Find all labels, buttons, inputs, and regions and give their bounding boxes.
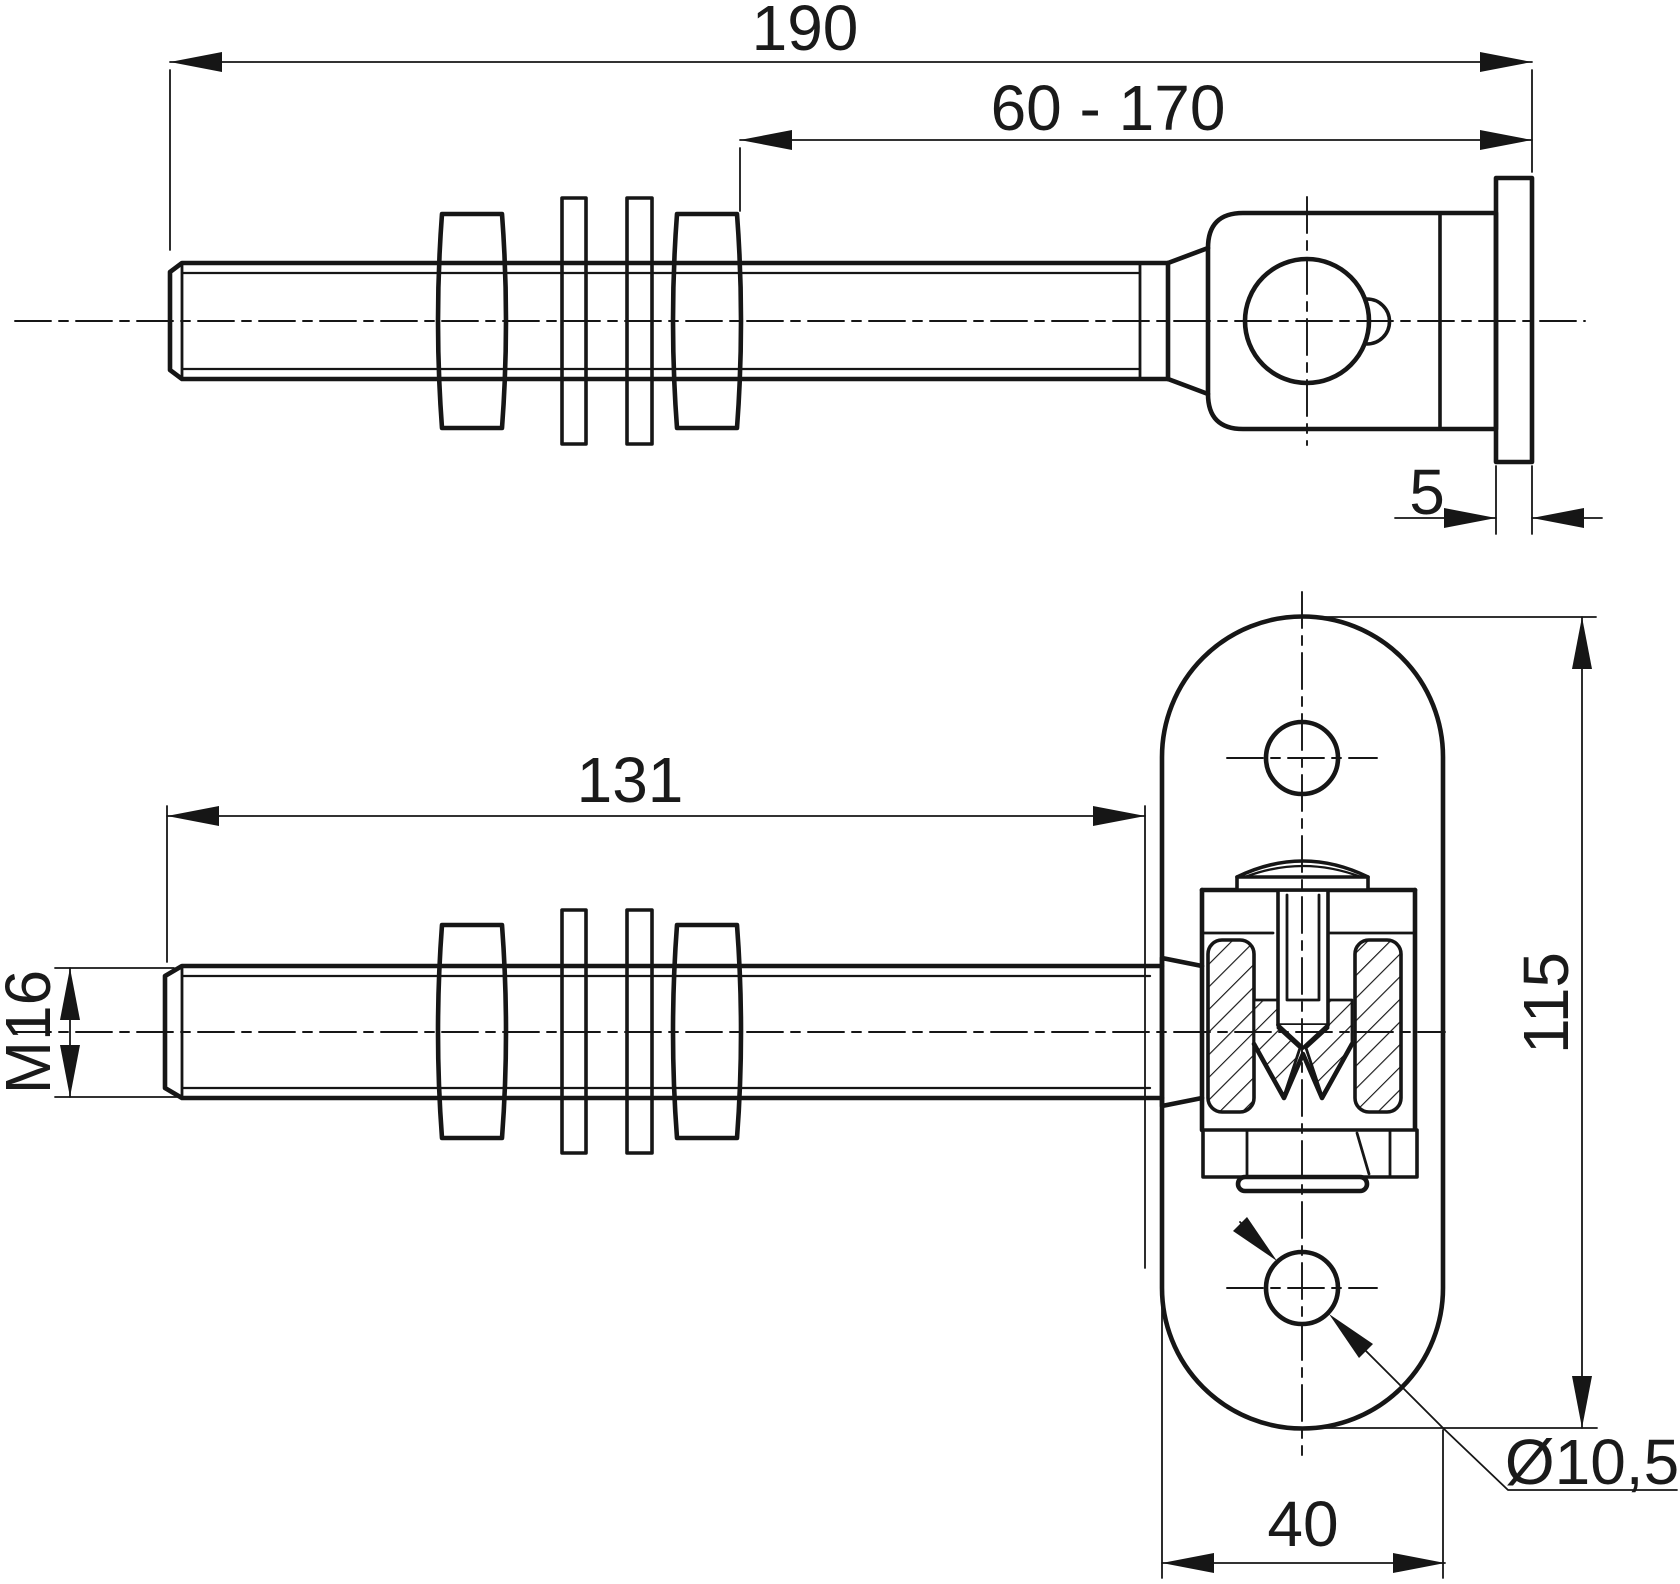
- label-adjustment-range: 60 - 170: [991, 72, 1226, 144]
- dim-rod-length: [166, 805, 1146, 1269]
- label-hole-diameter: Ø10,5: [1505, 1426, 1679, 1498]
- dim-plate-height: [1306, 616, 1598, 1429]
- jaw-right-hatched: [1353, 938, 1403, 1114]
- hinge-eye-body: [1205, 210, 1499, 432]
- hex-nut-2-side: [670, 211, 744, 431]
- dim-plate-width: [1161, 1291, 1446, 1579]
- dim-plate-thickness: [1394, 465, 1603, 535]
- dimensions: [54, 52, 1678, 1579]
- hex-nut-1-side: [435, 211, 509, 431]
- dim-adjustment-range: [739, 130, 1533, 212]
- label-thread-size: M16: [0, 970, 64, 1095]
- seat-zigzag: [1251, 1041, 1355, 1101]
- dim-thread-size: [54, 967, 181, 1098]
- block-bottom-band: [1201, 1128, 1419, 1179]
- label-rod-length: 131: [577, 744, 684, 816]
- side-view: [14, 175, 1586, 465]
- hex-nut-1-front: [435, 922, 509, 1141]
- label-plate-thickness: 5: [1409, 456, 1445, 528]
- mounting-plate: [1159, 614, 1446, 1431]
- label-plate-height: 115: [1510, 952, 1582, 1054]
- swivel-block-section: [1199, 859, 1419, 1194]
- dim-overall-length: [169, 52, 1533, 251]
- stud-shank: [1276, 888, 1330, 1027]
- threaded-rod-front: [162, 955, 1205, 1109]
- hex-nut-2-front: [670, 922, 744, 1141]
- jaw-left-hatched: [1206, 938, 1256, 1114]
- dim-hole-diameter-leader: [1233, 1217, 1678, 1491]
- plate-edge-view: [1493, 175, 1535, 465]
- label-overall-length: 190: [752, 0, 859, 64]
- front-view: [14, 591, 1446, 1456]
- label-plate-width: 40: [1267, 1488, 1338, 1560]
